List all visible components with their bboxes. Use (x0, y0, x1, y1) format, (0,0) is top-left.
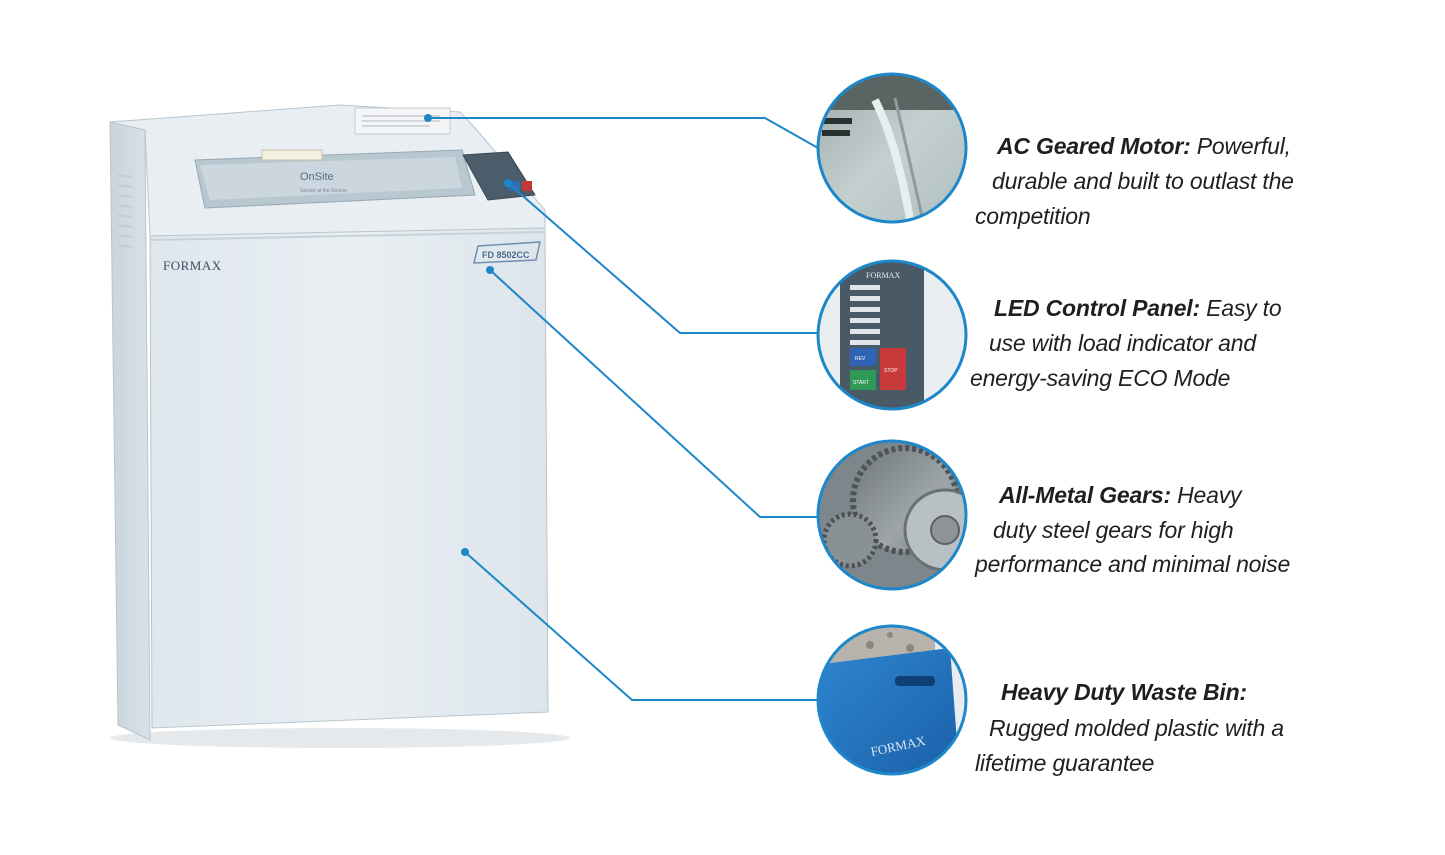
panel-rev-label: REV (855, 356, 866, 362)
feature-panel-line3-wrap: energy-saving ECO Mode (970, 361, 1230, 396)
door-seam (149, 231, 546, 241)
cabinet-front (149, 227, 549, 729)
feature-panel-line1: Easy to (1199, 295, 1282, 321)
feature-motor-title: AC Geared Motor: (997, 133, 1191, 159)
feature-motor: AC Geared Motor: Powerful, (997, 129, 1291, 164)
panel-start-label: START (853, 380, 869, 386)
leader-dots (424, 114, 512, 556)
feature-motor-line2-wrap: durable and built to outlast the (992, 164, 1294, 199)
cabinet-brand-label: FORMAX (163, 258, 222, 273)
feature-panel-line2: use with load indicator and (989, 330, 1256, 356)
cabinet-side (109, 121, 151, 741)
warning-sticker (261, 149, 323, 161)
feature-bin-line3: lifetime guarantee (975, 750, 1155, 776)
feature-motor-line1: Powerful, (1190, 133, 1291, 159)
feature-panel-title: LED Control Panel: (994, 295, 1200, 321)
panel-brand-label: FORMAX (866, 271, 900, 280)
feature-panel-line3: energy-saving ECO Mode (970, 365, 1231, 391)
feature-gears-title: All-Metal Gears: (999, 482, 1171, 508)
feature-bin-title: Heavy Duty Waste Bin: (1001, 679, 1247, 705)
leader-lines (428, 117, 819, 701)
leader-bin (464, 551, 818, 701)
feature-motor-line2: durable and built to outlast the (992, 168, 1294, 194)
bin-circle-frame (816, 624, 968, 776)
bin-closeup (818, 626, 966, 774)
panel-circle-frame (816, 259, 968, 411)
model-badge-frame (473, 241, 541, 264)
feature-motor-line3-wrap: competition (975, 199, 1091, 234)
feature-bin: Heavy Duty Waste Bin: (1001, 675, 1247, 710)
motor-circle-frame (816, 72, 968, 224)
feature-gears-line2: duty steel gears for high (993, 517, 1234, 543)
feature-panel: LED Control Panel: Easy to (994, 291, 1282, 326)
onsite-sticker-sub: Secure at the Source (300, 188, 347, 194)
model-badge-label: FD 8502CC (482, 250, 530, 260)
feature-gears-line3-wrap: performance and minimal noise (975, 547, 1290, 582)
feature-bin-line2: Rugged molded plastic with a (989, 715, 1284, 741)
control-panel-closeup (818, 261, 966, 409)
feature-gears-line1: Heavy (1170, 482, 1242, 508)
leader-motor (428, 117, 819, 149)
feed-slot-inner (200, 157, 462, 200)
leader-panel (507, 182, 818, 334)
motor-closeup (818, 74, 966, 222)
cabinet-button-red (522, 181, 532, 191)
leader-gears (489, 269, 818, 518)
panel-stop-label: STOP (884, 368, 898, 374)
side-vents (117, 174, 133, 248)
onsite-sticker-label: OnSite (300, 171, 334, 183)
gears-circle-frame (816, 439, 968, 591)
feature-gears: All-Metal Gears: Heavy (999, 478, 1241, 513)
feature-bin-line3-wrap: lifetime guarantee (975, 746, 1154, 781)
feature-gears-line2-wrap: duty steel gears for high (993, 513, 1234, 548)
feature-motor-line3: competition (975, 203, 1091, 229)
feature-panel-line2-wrap: use with load indicator and (989, 326, 1256, 361)
cabinet-shadow (110, 728, 570, 748)
cabinet-button-blue (508, 181, 520, 191)
feature-gears-line3: performance and minimal noise (975, 551, 1291, 577)
feature-bin-line2-wrap: Rugged molded plastic with a (989, 711, 1284, 746)
